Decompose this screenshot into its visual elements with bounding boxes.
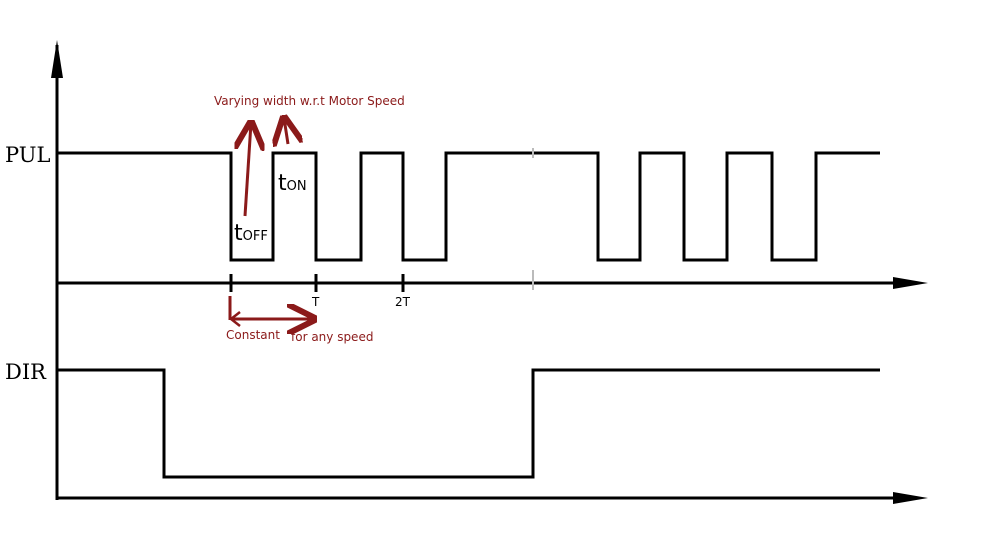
dir-waveform — [57, 368, 880, 479]
t-off-main: t — [234, 221, 243, 246]
for-any-speed-label: for any speed — [291, 330, 373, 344]
t-on-sub: ON — [287, 179, 307, 194]
constant-label: Constant — [226, 328, 280, 342]
pul-waveform — [57, 151, 880, 262]
pul-axis-arrow-icon — [893, 277, 928, 289]
pul-label: PUL — [5, 143, 50, 167]
annotation-arrow — [284, 118, 288, 144]
t-on-label: tON — [278, 171, 307, 196]
tick-label-T: T — [311, 295, 320, 309]
t-on-main: t — [278, 171, 287, 196]
period-arrow-left-head — [228, 311, 241, 327]
tick-label-2T: 2T — [395, 295, 411, 309]
annotation-arrow — [245, 123, 251, 217]
t-off-label: tOFF — [234, 221, 268, 246]
dir-axis-arrow-icon — [893, 492, 928, 504]
varying-width-label: Varying width w.r.t Motor Speed — [214, 94, 405, 108]
dir-label: DIR — [5, 360, 47, 384]
y-axis-arrow-icon — [51, 40, 63, 78]
t-off-sub: OFF — [243, 229, 268, 244]
